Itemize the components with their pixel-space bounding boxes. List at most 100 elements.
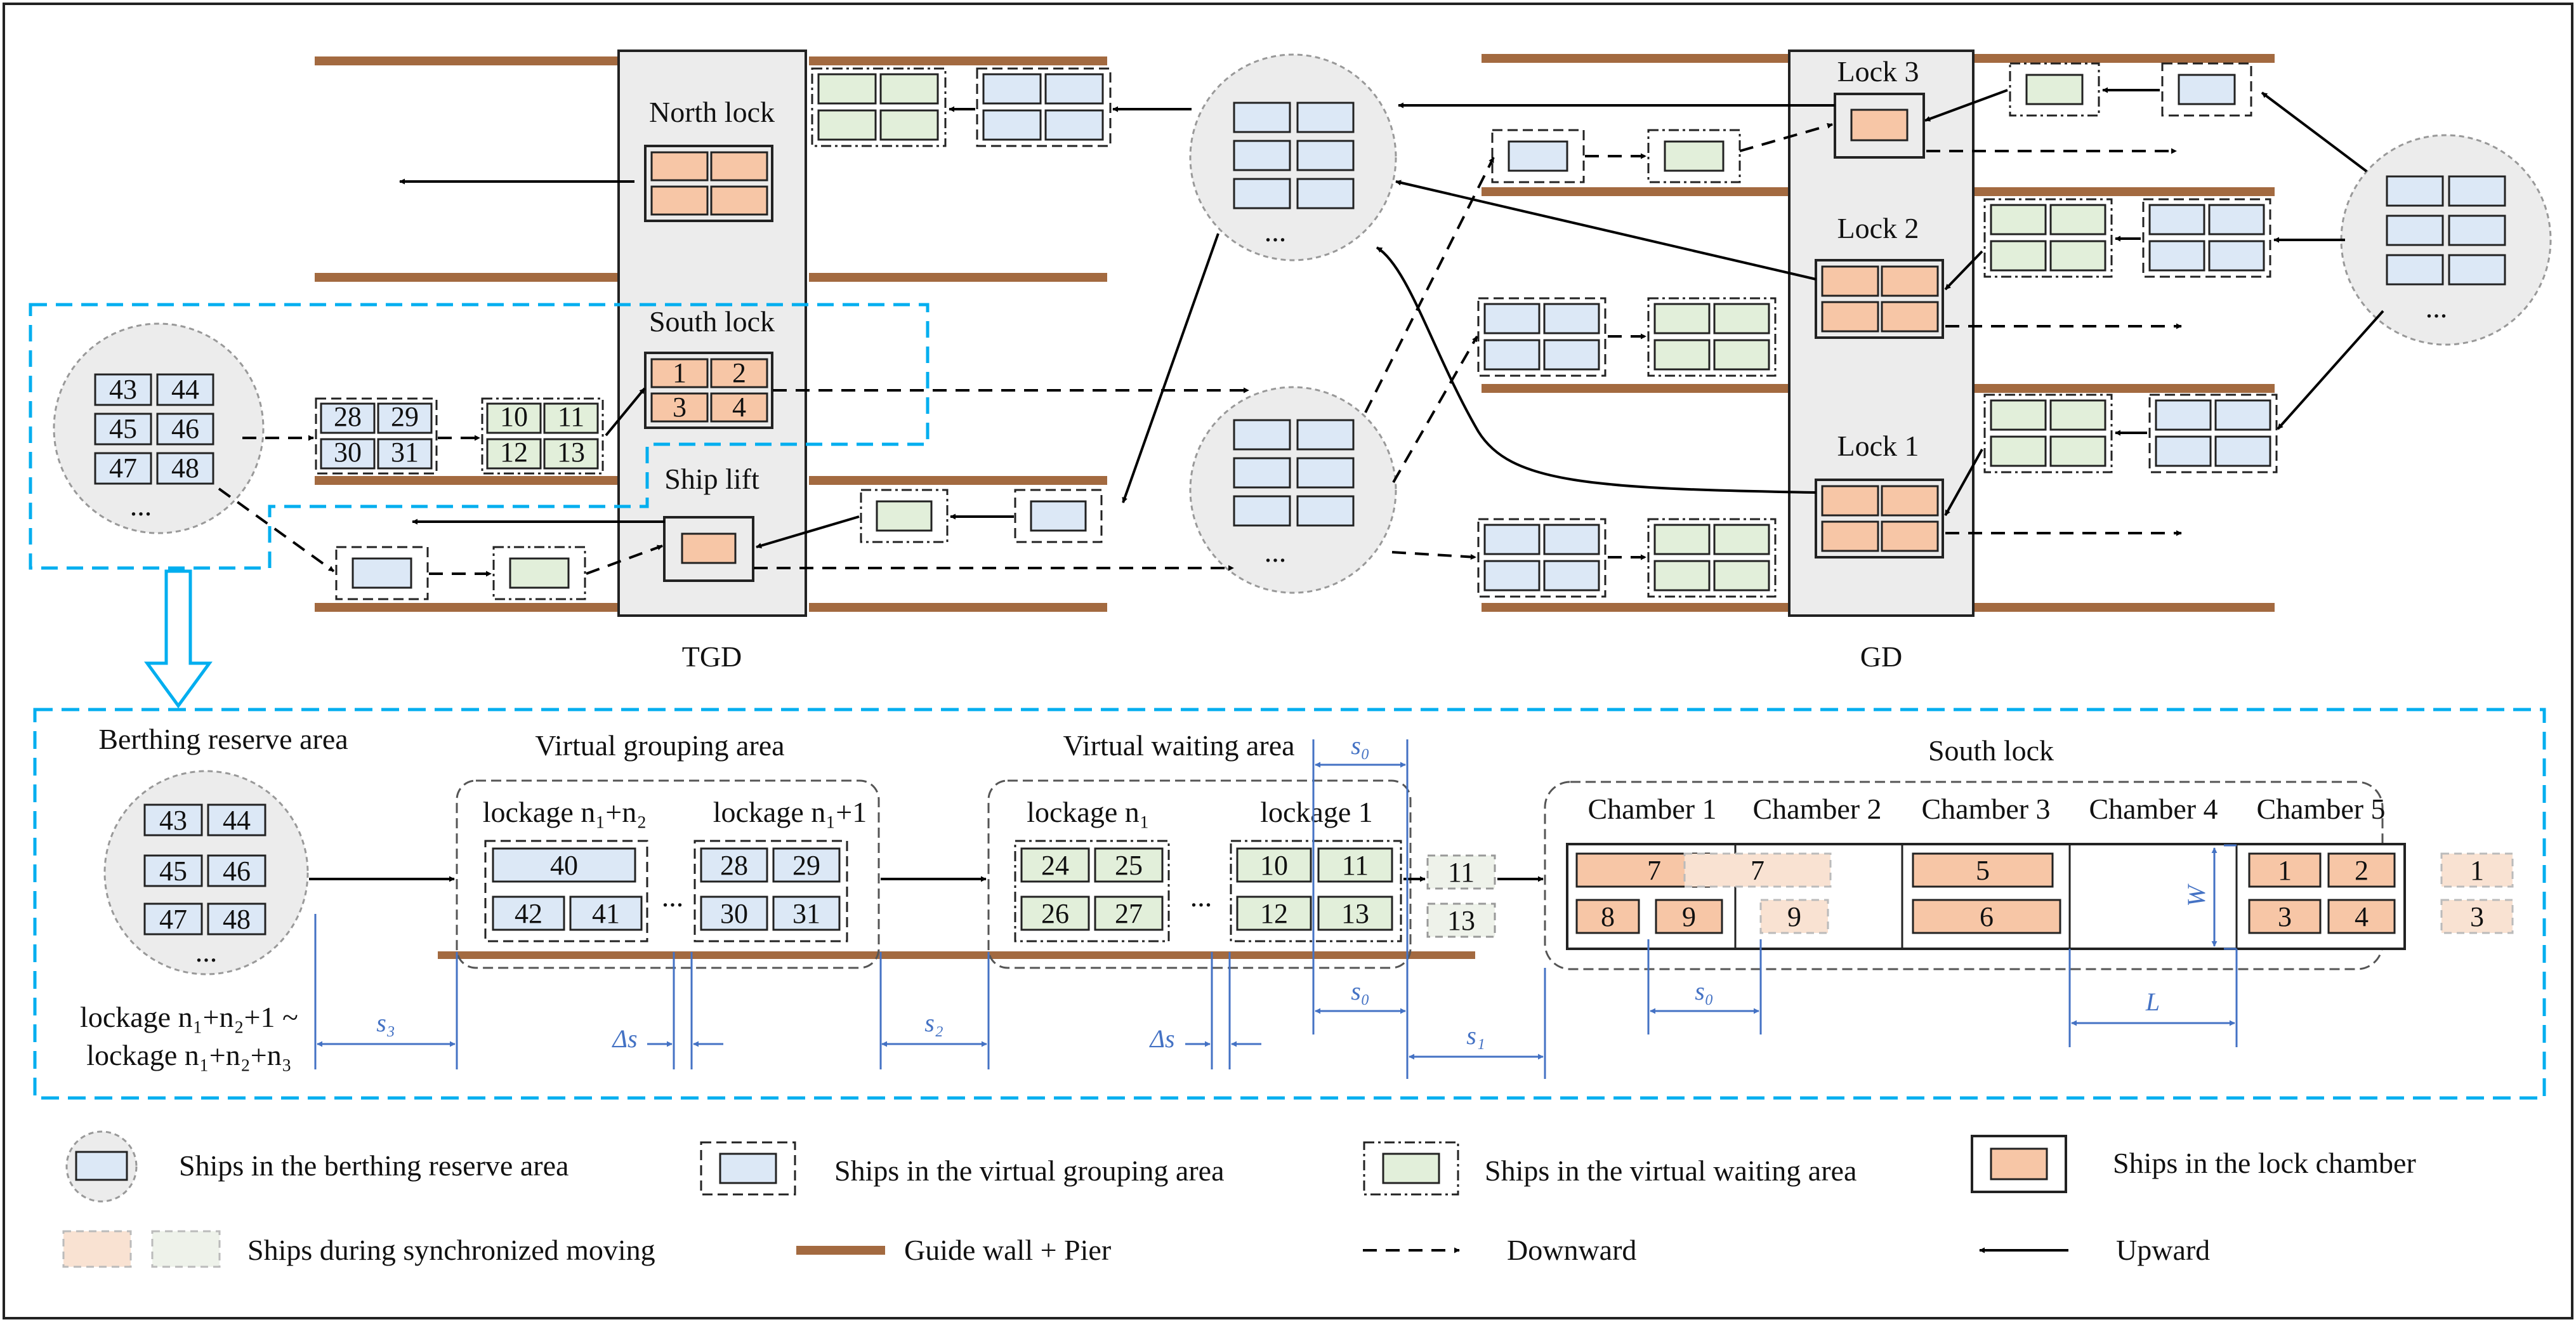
svg-text:10: 10 [1260, 850, 1288, 881]
svg-text:1: 1 [2470, 855, 2484, 886]
gd-upstream-lock2-ships [1983, 198, 2271, 278]
chamber-1-label: Chamber 1 [1587, 793, 1716, 825]
svg-text:31: 31 [391, 437, 419, 468]
svg-text:4: 4 [732, 392, 746, 423]
lockage-n1-label: lockage n₁ [1027, 796, 1150, 828]
north-lock-chamber [644, 145, 773, 222]
svg-text:44: 44 [171, 374, 199, 405]
svg-text:s₂: s₂ [924, 1008, 943, 1037]
svg-text:Downward: Downward [1507, 1234, 1636, 1266]
svg-text:46: 46 [171, 413, 199, 444]
svg-text:29: 29 [391, 401, 419, 432]
gd-downstream-lock3-ships [1491, 129, 1741, 183]
svg-text:s₃: s₃ [376, 1008, 395, 1037]
svg-text:42: 42 [515, 898, 542, 929]
svg-text:2: 2 [732, 357, 746, 388]
gd-upstream-lock1-ships [1983, 393, 2278, 473]
tgd-label: TGD [682, 640, 742, 673]
svg-text:9: 9 [1787, 901, 1801, 932]
lockage-range-line2: lockage n₁+n₂+n₃ [86, 1039, 292, 1071]
svg-text:41: 41 [592, 898, 620, 929]
lockage-n1n2-label: lockage n₁+n₂ [483, 796, 647, 828]
measurements [314, 739, 2238, 1079]
chamber-2-label: Chamber 2 [1752, 793, 1881, 825]
legend-up: Upward [1979, 1234, 2210, 1266]
svg-text:6: 6 [1980, 901, 1994, 932]
svg-text:9: 9 [1682, 901, 1696, 932]
south-lock-label: South lock [649, 305, 775, 338]
svg-text:43: 43 [159, 805, 187, 836]
svg-text:Δs: Δs [611, 1024, 637, 1053]
lockage-1-label: lockage 1 [1260, 796, 1373, 828]
svg-text:10: 10 [500, 401, 528, 432]
svg-text:47: 47 [159, 904, 187, 935]
chamber-5-label: Chamber 5 [2256, 793, 2385, 825]
svg-text:48: 48 [223, 904, 251, 935]
guide-walls [315, 54, 2275, 612]
svg-text:13: 13 [1341, 898, 1369, 929]
svg-text:L: L [2145, 988, 2160, 1016]
expand-arrow [144, 569, 213, 709]
south-lock-chamber: 1 2 3 4 [644, 352, 773, 429]
svg-text:25: 25 [1115, 850, 1143, 881]
gd-downstream-lock1-ships [1477, 518, 1777, 598]
svg-text:13: 13 [1447, 905, 1475, 936]
group-dots: ... [662, 880, 684, 913]
chamber2-ghost-ships: 7 9 [1683, 852, 1832, 934]
svg-text:Ships in the virtual waiting a: Ships in the virtual waiting area [1485, 1154, 1856, 1187]
detail-section: Berthing reserve area Virtual grouping a… [33, 708, 2546, 1100]
svg-text:...: ... [130, 489, 152, 522]
svg-text:4: 4 [2355, 901, 2369, 932]
group-ships-b: 28 29 30 31 [693, 840, 848, 942]
svg-text:Guide wall + Pier: Guide wall + Pier [904, 1234, 1111, 1266]
highlight-region [29, 303, 930, 570]
gd-upstream-circle: ... [2340, 134, 2552, 346]
svg-text:47: 47 [109, 453, 137, 484]
svg-text:Ships in the berthing reserve: Ships in the berthing reserve area [179, 1149, 568, 1182]
legend-wall: Guide wall + Pier [796, 1234, 1111, 1266]
grouping-area-box [456, 779, 880, 969]
svg-text:5: 5 [1976, 855, 1990, 886]
legend-sync: Ships during synchronized moving [62, 1230, 655, 1268]
svg-text:3: 3 [673, 392, 687, 423]
waiting-title: Virtual waiting area [1063, 729, 1294, 762]
legend-down: Downward [1363, 1234, 1636, 1266]
svg-text:11: 11 [558, 401, 584, 432]
exit-ghost-ships: 1 3 [2440, 852, 2514, 934]
svg-text:31: 31 [792, 898, 820, 929]
svg-text:45: 45 [109, 413, 137, 444]
svg-text:24: 24 [1041, 850, 1069, 881]
svg-text:11: 11 [1448, 857, 1475, 888]
svg-text:26: 26 [1041, 898, 1069, 929]
gd-label: GD [1860, 640, 1902, 673]
svg-text:27: 27 [1115, 898, 1143, 929]
lock3-chamber [1834, 93, 1925, 159]
svg-text:...: ... [2426, 291, 2448, 324]
svg-text:8: 8 [1601, 901, 1615, 932]
legend-waiting: Ships in the virtual waiting area [1363, 1141, 1856, 1196]
lock1-chamber [1815, 479, 1944, 559]
svg-text:1: 1 [673, 357, 687, 388]
tgd-upstream-lift-ships [860, 489, 1103, 543]
lock3-label: Lock 3 [1837, 55, 1919, 88]
grouping-title: Virtual grouping area [535, 729, 784, 762]
wait-dots: ... [1190, 880, 1212, 913]
tgd-lower-ships [335, 546, 586, 600]
wait-ships-a: 24 25 26 27 [1014, 840, 1170, 942]
ship-lift-label: Ship lift [664, 463, 759, 495]
svg-text:7: 7 [1751, 855, 1764, 886]
moving-ships: 11 13 [1426, 854, 1496, 938]
svg-text:29: 29 [792, 850, 820, 881]
gd-downstream-lock2-ships [1477, 297, 1777, 377]
legend-chamber: Ships in the lock chamber [1971, 1135, 2416, 1193]
svg-text:s₀: s₀ [1695, 977, 1713, 1005]
tgd-upstream-north-ships [811, 67, 1112, 147]
detail-reserve-circle: 43 44 45 46 47 48 ... [103, 770, 309, 975]
top-grouping-ships: 28 29 30 31 [315, 397, 438, 475]
svg-text:s₁: s₁ [1466, 1021, 1485, 1050]
ship-lift-chamber [663, 516, 754, 582]
south-lock-box [1544, 781, 2384, 970]
north-lock-label: North lock [649, 96, 775, 128]
detail-frame [33, 708, 2546, 1100]
